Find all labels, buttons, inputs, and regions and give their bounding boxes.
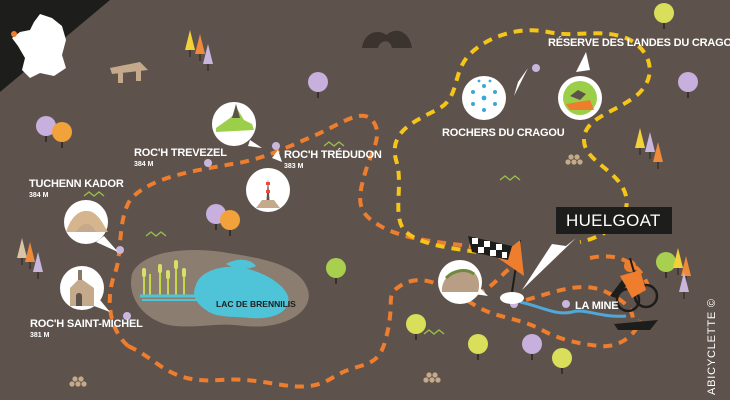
tredudon-label: ROC'H TRÉDUDON xyxy=(284,149,382,161)
cyclist-icon xyxy=(610,257,659,330)
main-route xyxy=(107,113,642,389)
mine-label: LA MINE xyxy=(575,300,619,312)
reserve-label: RÉSERVE DES LANDES DU CRAGOU xyxy=(548,37,730,49)
trevezel-altitude: 384 M xyxy=(134,161,154,168)
credit-label: ABICYCLETTE © xyxy=(706,298,718,395)
tree-icon xyxy=(212,102,262,148)
lake-shape xyxy=(194,266,289,319)
tunnel-icon xyxy=(362,30,412,48)
heather-bird-icon xyxy=(558,52,602,120)
lake-label: LAC DE BRENNILIS xyxy=(216,299,296,309)
checkered-flag-icon xyxy=(468,236,524,304)
france-map-icon xyxy=(12,14,66,78)
antenna-icon xyxy=(246,150,290,212)
saint-michel-label: ROC'H SAINT-MICHEL xyxy=(30,318,143,330)
trevezel-label: ROC'H TREVEZEL xyxy=(134,147,227,159)
tuchenn-altitude: 384 M xyxy=(29,192,49,199)
spring-icon xyxy=(462,68,528,120)
huelgoat-label: HUELGOAT xyxy=(556,207,672,234)
rock-icon xyxy=(64,200,118,252)
tuchenn-label: TUCHENN KADOR xyxy=(29,178,124,190)
saint-michel-altitude: 381 M xyxy=(30,332,50,339)
chapel-icon xyxy=(60,266,110,312)
alt-route xyxy=(392,28,652,258)
rochers-label: ROCHERS DU CRAGOU xyxy=(442,127,565,139)
tredudon-altitude: 383 M xyxy=(284,163,304,170)
boulder-icon xyxy=(438,260,488,304)
dolmen-icon xyxy=(110,62,148,83)
